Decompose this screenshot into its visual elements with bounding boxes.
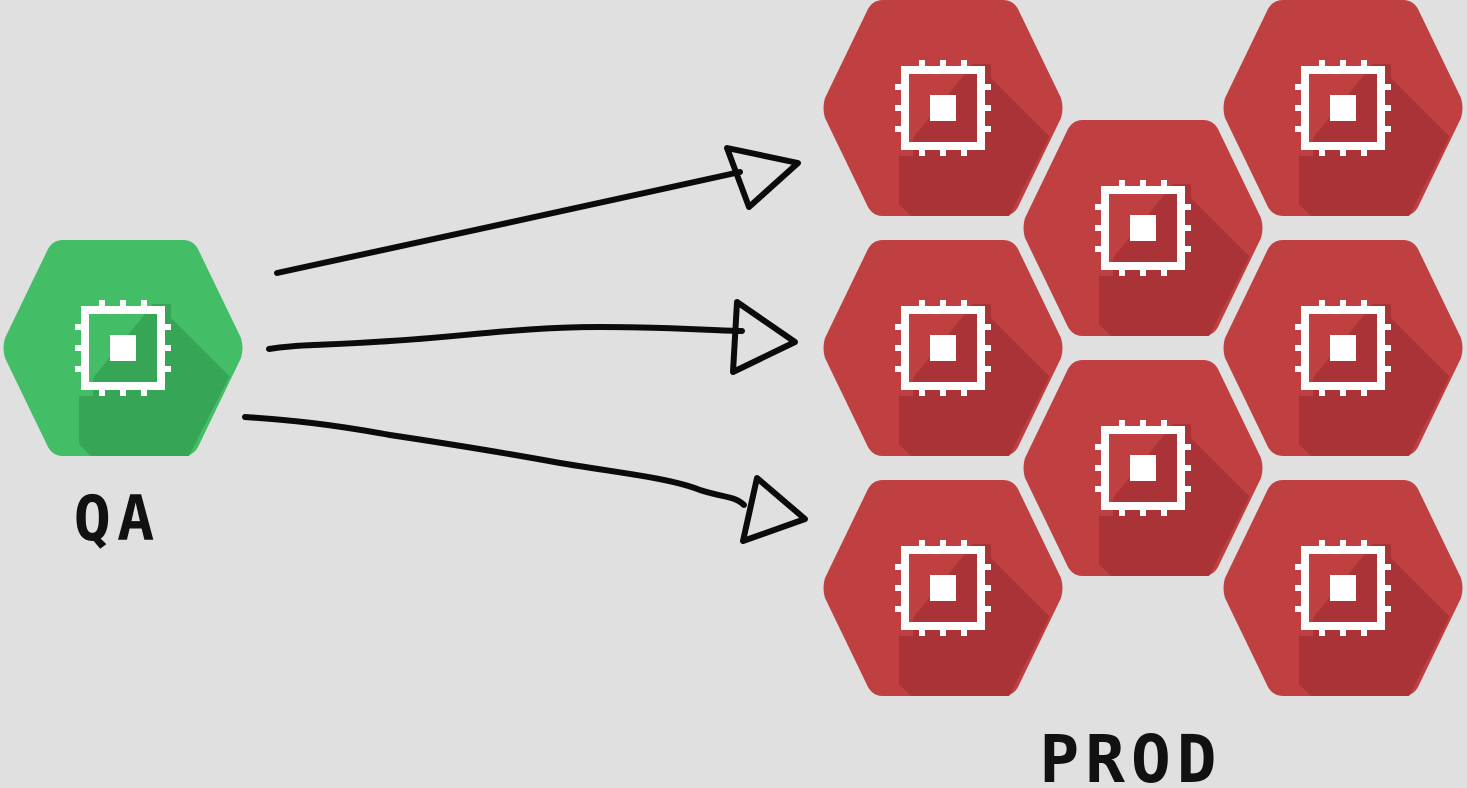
long-shadow: [1099, 424, 1264, 576]
arrow-to-prod-bottom: [242, 414, 808, 544]
long-shadow: [1099, 184, 1264, 336]
qa-label: QA: [74, 482, 161, 555]
prod-hexagon-7: [823, 480, 1064, 696]
cpu-chip-icon: [895, 60, 991, 156]
qa-hexagon: [3, 240, 244, 456]
cpu-chip-icon: [1295, 60, 1391, 156]
long-shadow: [899, 64, 1064, 216]
prod-hexagon-6: [1023, 360, 1264, 576]
long-shadow: [79, 304, 244, 456]
prod-hexagon-4: [823, 240, 1064, 456]
cpu-chip-icon: [1095, 180, 1191, 276]
cpu-chip-icon: [895, 540, 991, 636]
long-shadow: [1299, 64, 1464, 216]
cpu-chip-icon: [1295, 300, 1391, 396]
long-shadow: [1299, 544, 1464, 696]
cpu-chip-icon: [1095, 420, 1191, 516]
cpu-chip-icon: [895, 300, 991, 396]
arrow-to-prod-middle: [266, 299, 798, 375]
long-shadow: [899, 304, 1064, 456]
prod-hexagon-1: [823, 0, 1064, 216]
long-shadow: [1299, 304, 1464, 456]
prod-hexagon-5: [1223, 240, 1464, 456]
prod-hexagon-3: [1023, 120, 1264, 336]
arrow-to-prod-top: [274, 145, 801, 276]
prod-hexagon-8: [1223, 480, 1464, 696]
prod-hexagon-2: [1223, 0, 1464, 216]
arrows: [242, 145, 808, 544]
long-shadow: [899, 544, 1064, 696]
prod-label: PROD: [1040, 721, 1223, 788]
cpu-chip-icon: [1295, 540, 1391, 636]
prod-cluster: [823, 0, 1464, 696]
cpu-chip-icon: [75, 300, 171, 396]
qa-node: [3, 240, 244, 456]
